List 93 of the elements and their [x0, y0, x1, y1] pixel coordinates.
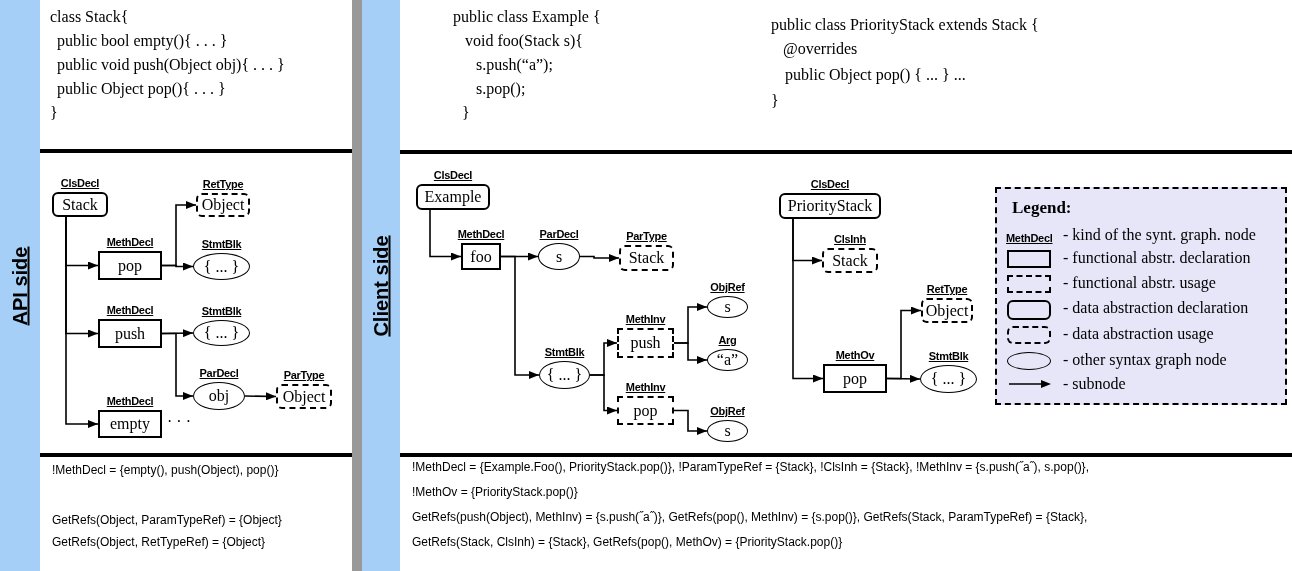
- legend-text: - functional abstr. usage: [1063, 273, 1216, 294]
- function-declaration-box: empty: [98, 410, 162, 438]
- arrow: [500, 255, 540, 379]
- code-line: public class Example {: [453, 8, 601, 26]
- arrow: [886, 374, 921, 383]
- node-kind-label: MethDecl: [106, 394, 154, 409]
- node-kind-label: MethDecl: [106, 303, 154, 318]
- formula-text: GetRefs(push(Object), MethInv) = {s.push(˝a˝)}, GetRefs(pop(), MethInv) = {s.pop()}, GetRefs(Stack, ParamTypeRef) = {Stack},: [412, 510, 1088, 524]
- node-kind-label: MethOv: [835, 348, 875, 363]
- arrow: [673, 409, 708, 435]
- function-declaration-box: pop: [98, 251, 162, 280]
- legend-text: - data abstraction usage: [1063, 324, 1214, 345]
- formula-text: !MethOv = {PriorityStack.pop()}: [412, 485, 578, 499]
- function-declaration-box: pop: [823, 364, 887, 393]
- syntax-node-ellipse: “a”: [707, 349, 748, 371]
- code-line: public Object pop(){ . . . }: [57, 80, 226, 98]
- node-kind-label: StmtBlk: [544, 345, 585, 360]
- node-kind-label: MethDecl: [106, 235, 154, 250]
- syntax-node-ellipse: { ... }: [193, 253, 250, 280]
- formula-text: GetRefs(Object, RetTypeRef) = {Object}: [52, 535, 266, 549]
- data-usage-box: Stack: [619, 245, 674, 271]
- band-label: API side: [8, 246, 32, 325]
- data-usage-box: Stack: [822, 248, 878, 273]
- data-declaration-box: Stack: [52, 192, 108, 217]
- function-usage-box: push: [617, 328, 674, 358]
- syntax-node-ellipse: s: [707, 420, 748, 442]
- ellipsis-text: · · ·: [167, 413, 191, 431]
- arrow: [589, 374, 618, 415]
- data-usage-box: Object: [196, 193, 250, 217]
- data-declaration-box: Example: [416, 184, 490, 210]
- legend-text: - kind of the synt. graph. node: [1063, 225, 1256, 246]
- node-kind-label: Arg: [718, 333, 737, 348]
- arrow: [161, 332, 194, 400]
- code-line: s.pop();: [476, 80, 526, 98]
- legend-text: - data abstraction declaration: [1063, 298, 1249, 318]
- node-kind-label: ObjRef: [710, 404, 745, 419]
- legend-title: Legend:: [1012, 198, 1072, 218]
- arrow: [792, 218, 824, 383]
- arrow: [673, 342, 708, 364]
- arrow: [65, 216, 99, 428]
- code-line: s.push(“a”);: [476, 56, 553, 74]
- legend-text: - functional abstr. declaration: [1063, 248, 1251, 268]
- node-kind-label: ParType: [626, 229, 667, 244]
- code-line: }: [771, 92, 779, 110]
- syntax-node-ellipse: s: [707, 296, 748, 318]
- node-kind-label: StmtBlk: [928, 349, 969, 364]
- node-kind-label: ClsInh: [834, 232, 866, 247]
- arrow: [429, 209, 462, 261]
- formula-text: !MethDecl = {Example.Foo(), PriorityStack.pop()}, !ParamTypeRef = {Stack}, !ClsInh = {Stack}, !MethInv = {s.push(˝a˝), s.pop()},: [412, 460, 1089, 474]
- code-line: void foo(Stack s){: [465, 32, 583, 50]
- node-kind-label: ClsDecl: [433, 168, 473, 183]
- syntax-node-ellipse: { ... }: [539, 361, 590, 389]
- formula-text: !MethDecl = {empty(), push(Object), pop()}: [52, 463, 279, 477]
- node-kind-label: ParType: [283, 368, 325, 383]
- code-line: public Object pop() { ... } ...: [785, 66, 966, 84]
- syntax-node-ellipse: s: [538, 243, 580, 270]
- arrow: [161, 262, 194, 271]
- node-kind-label: ParDecl: [199, 366, 239, 381]
- code-line: @overrides: [783, 40, 858, 58]
- syntax-node-ellipse: { ... }: [920, 365, 977, 393]
- node-kind-label: ParDecl: [539, 227, 579, 242]
- formula-text: GetRefs(Object, ParamTypeRef) = {Object}: [52, 513, 282, 527]
- node-kind-label: ClsDecl: [60, 176, 100, 191]
- legend-text: - other syntax graph node: [1063, 350, 1227, 371]
- side-band: [362, 0, 400, 571]
- function-usage-box: pop: [617, 396, 674, 425]
- node-kind-label: StmtBlk: [201, 237, 242, 252]
- node-kind-label: RetType: [926, 282, 968, 297]
- legend-text: - subnode: [1063, 374, 1126, 394]
- syntax-node-ellipse: obj: [193, 382, 245, 410]
- data-declaration-box: PriorityStack: [779, 193, 881, 219]
- side-band: [0, 0, 40, 571]
- function-declaration-box: foo: [461, 243, 501, 270]
- node-kind-label: ClsDecl: [810, 177, 850, 192]
- data-usage-box: Object: [921, 298, 973, 323]
- code-line: }: [462, 104, 470, 122]
- formula-text: GetRefs(Stack, ClsInh) = {Stack}, GetRefs(pop(), MethOv) = {PriorityStack.pop()}: [412, 535, 843, 549]
- code-line: public bool empty(){ . . . }: [57, 32, 228, 50]
- code-line: public void push(Object obj){ . . . }: [57, 56, 285, 74]
- node-kind-label: StmtBlk: [201, 304, 242, 319]
- node-kind-label: MethInv: [625, 312, 666, 327]
- arrow: [244, 392, 277, 401]
- arrow: [579, 254, 620, 262]
- band-label: Client side: [369, 234, 393, 337]
- node-kind-label: ObjRef: [710, 280, 745, 295]
- node-kind-label: RetType: [202, 177, 244, 192]
- function-declaration-box: push: [98, 319, 162, 348]
- node-kind-label: MethDecl: [457, 227, 505, 242]
- data-usage-box: Object: [276, 384, 332, 409]
- syntax-node-ellipse: { ... }: [193, 320, 250, 346]
- node-kind-label: MethInv: [625, 380, 666, 395]
- legend-kind-sample: MethDecl: [1006, 231, 1053, 246]
- code-line: public class PriorityStack extends Stack {: [771, 16, 1039, 34]
